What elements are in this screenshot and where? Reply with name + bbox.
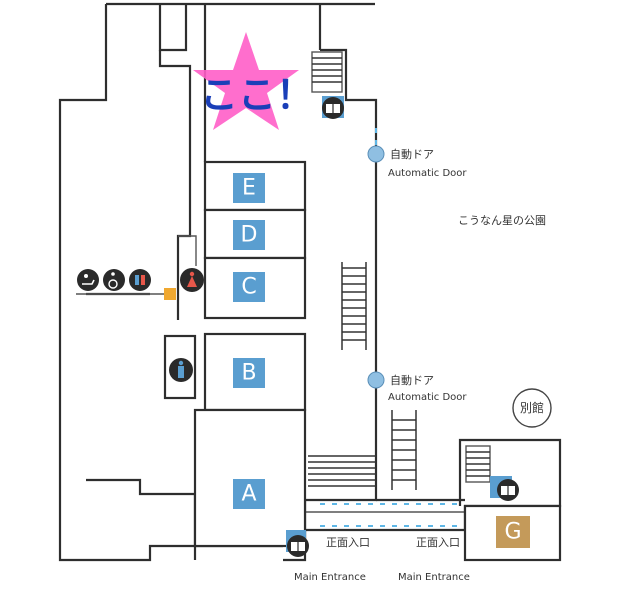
elevator-icon — [490, 476, 519, 501]
staircase-right — [391, 410, 417, 490]
wheelchair-icon — [103, 269, 125, 291]
star-icon — [193, 32, 299, 130]
women-restroom-icon — [180, 268, 204, 292]
elevator-icon — [322, 96, 344, 119]
room-a-tag — [233, 479, 265, 509]
staircase-top — [311, 51, 343, 93]
room-c-label: C — [241, 275, 256, 300]
baby-changing-icon — [77, 269, 99, 291]
main-entrance-1: 正面入口 Main Entrance — [294, 536, 370, 583]
door-dot-icon — [367, 145, 385, 163]
park-label: こうなん星の公園 — [458, 214, 546, 227]
room-c-tag — [233, 272, 265, 302]
here-marker: ここ！ — [193, 32, 314, 130]
men-restroom-icon — [169, 358, 193, 382]
room-d-label: D — [241, 223, 258, 248]
room-a-label: A — [241, 482, 256, 507]
annex-badge: 別館 — [512, 388, 552, 428]
restroom-icons — [76, 268, 204, 382]
main-entrance-1-en: Main Entrance — [294, 572, 366, 583]
staircase-bottom — [308, 455, 376, 487]
main-entrance-2-en: Main Entrance — [398, 572, 470, 583]
door-dot-icon — [367, 371, 385, 389]
restroom-enclosure — [163, 334, 197, 400]
here-label: ここ！ — [200, 73, 314, 117]
room-d-tag — [233, 220, 265, 250]
room-g-tag — [496, 516, 530, 548]
elevator-icon — [286, 530, 309, 557]
staircase-annex — [465, 445, 491, 483]
room-e-label: E — [242, 176, 256, 201]
main-entrance-1-ja: 正面入口 — [326, 536, 370, 549]
room-a-outline — [193, 408, 307, 548]
elevator-small-icon — [164, 288, 176, 300]
annex-label: 別館 — [520, 400, 544, 415]
room-b-tag — [233, 358, 265, 388]
accessible-restroom-icon — [129, 269, 151, 291]
room-e-tag — [233, 173, 265, 203]
room-g-label: G — [504, 520, 521, 545]
automatic-door-1-en: Automatic Door — [388, 168, 467, 179]
entrance-dashes — [320, 128, 460, 527]
automatic-door-2: 自動ドア Automatic Door — [367, 371, 467, 403]
main-entrance-2-ja: 正面入口 — [416, 536, 460, 549]
automatic-door-1-ja: 自動ドア — [390, 147, 434, 161]
automatic-door-2-en: Automatic Door — [388, 392, 467, 403]
staircases — [308, 51, 491, 490]
room-tags: E D C B A G — [233, 173, 530, 548]
automatic-door-2-ja: 自動ドア — [390, 373, 434, 387]
automatic-door-1: 自動ドア Automatic Door — [367, 145, 467, 179]
room-b-label: B — [241, 361, 256, 386]
main-entrance-2: 正面入口 Main Entrance — [398, 536, 470, 583]
staircase-center — [341, 262, 367, 350]
